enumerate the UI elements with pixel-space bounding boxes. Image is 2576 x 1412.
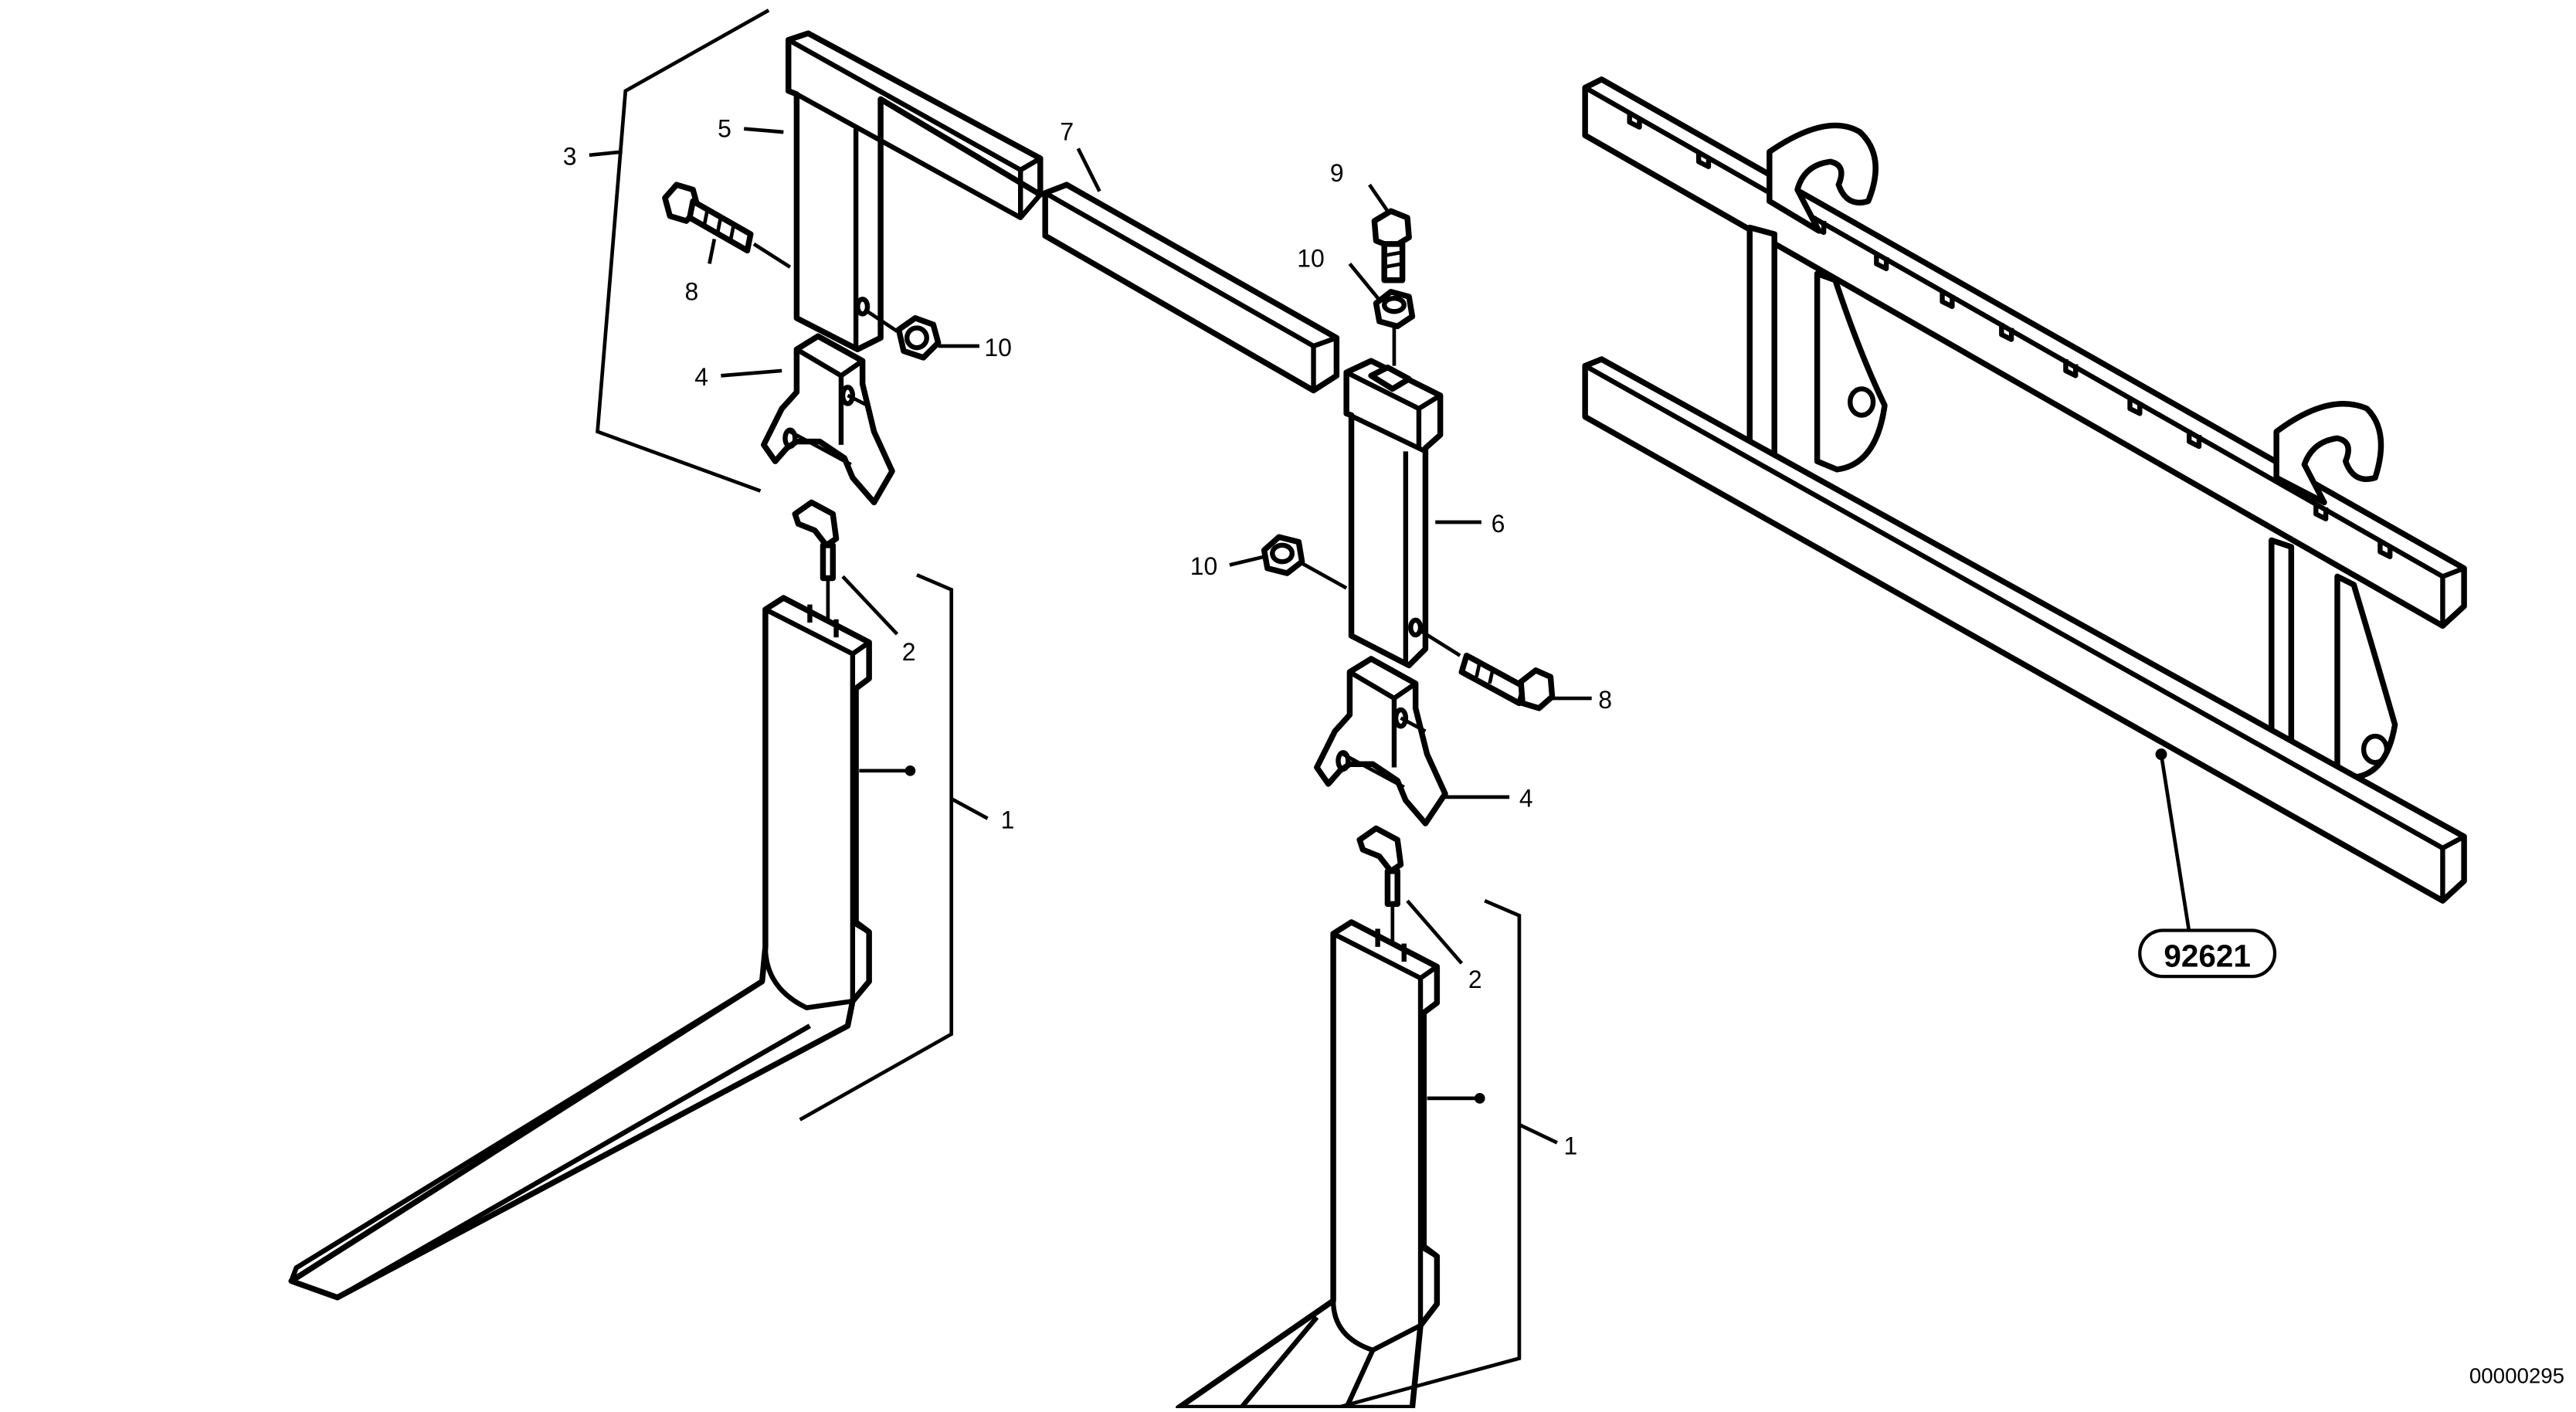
callout-8-right: 8 [1598,686,1612,714]
callout-7: 7 [1060,118,1074,146]
bolt-part-8-right [1419,629,1556,711]
upright-bracket-part-5 [786,30,1044,353]
callout-10-middle-nut: 10 [1190,552,1218,580]
callout-3: 3 [563,143,577,171]
locking-pin-part-2-right [1356,825,1404,947]
nut-part-10-left [866,310,942,361]
callout-9: 9 [1330,159,1344,187]
callout-5: 5 [718,114,731,142]
reference-number-oval [2138,928,2277,979]
callout-6: 6 [1492,510,1505,538]
nut-part-10-middle [1261,534,1348,590]
bracket-item-1-right [1336,898,1522,1410]
callout-4-left: 4 [694,363,708,391]
upright-part-6 [1343,358,1444,669]
callout-8-left: 8 [684,277,698,305]
bracket-item-3 [596,8,770,493]
clamp-block-part-4-left [761,333,895,506]
callout-2-left: 2 [902,638,916,666]
callout-1-right: 1 [1563,1132,1577,1159]
clamp-block-part-4-right [1314,656,1448,826]
carriage-frame-92621 [1582,76,2467,904]
bolt-part-8-left [662,182,792,269]
fork-part-1-right [1176,919,1441,1411]
reference-number: 92621 [2164,938,2251,973]
callout-4-right: 4 [1519,785,1533,813]
callout-1-left: 1 [1001,806,1015,833]
cross-bar-part-7 [1042,182,1340,394]
nut-part-10-top [1373,288,1416,366]
fork-part-1-left [288,595,872,1301]
locking-pin-part-2-left [792,499,840,623]
document-number: 00000295 [2469,1364,2564,1388]
bracket-item-1-left [799,573,954,1122]
callout-2-right: 2 [1468,966,1482,993]
callout-10-left-nut: 10 [984,334,1012,361]
bolt-part-9 [1371,208,1412,283]
callout-10-top-nut: 10 [1297,245,1325,273]
